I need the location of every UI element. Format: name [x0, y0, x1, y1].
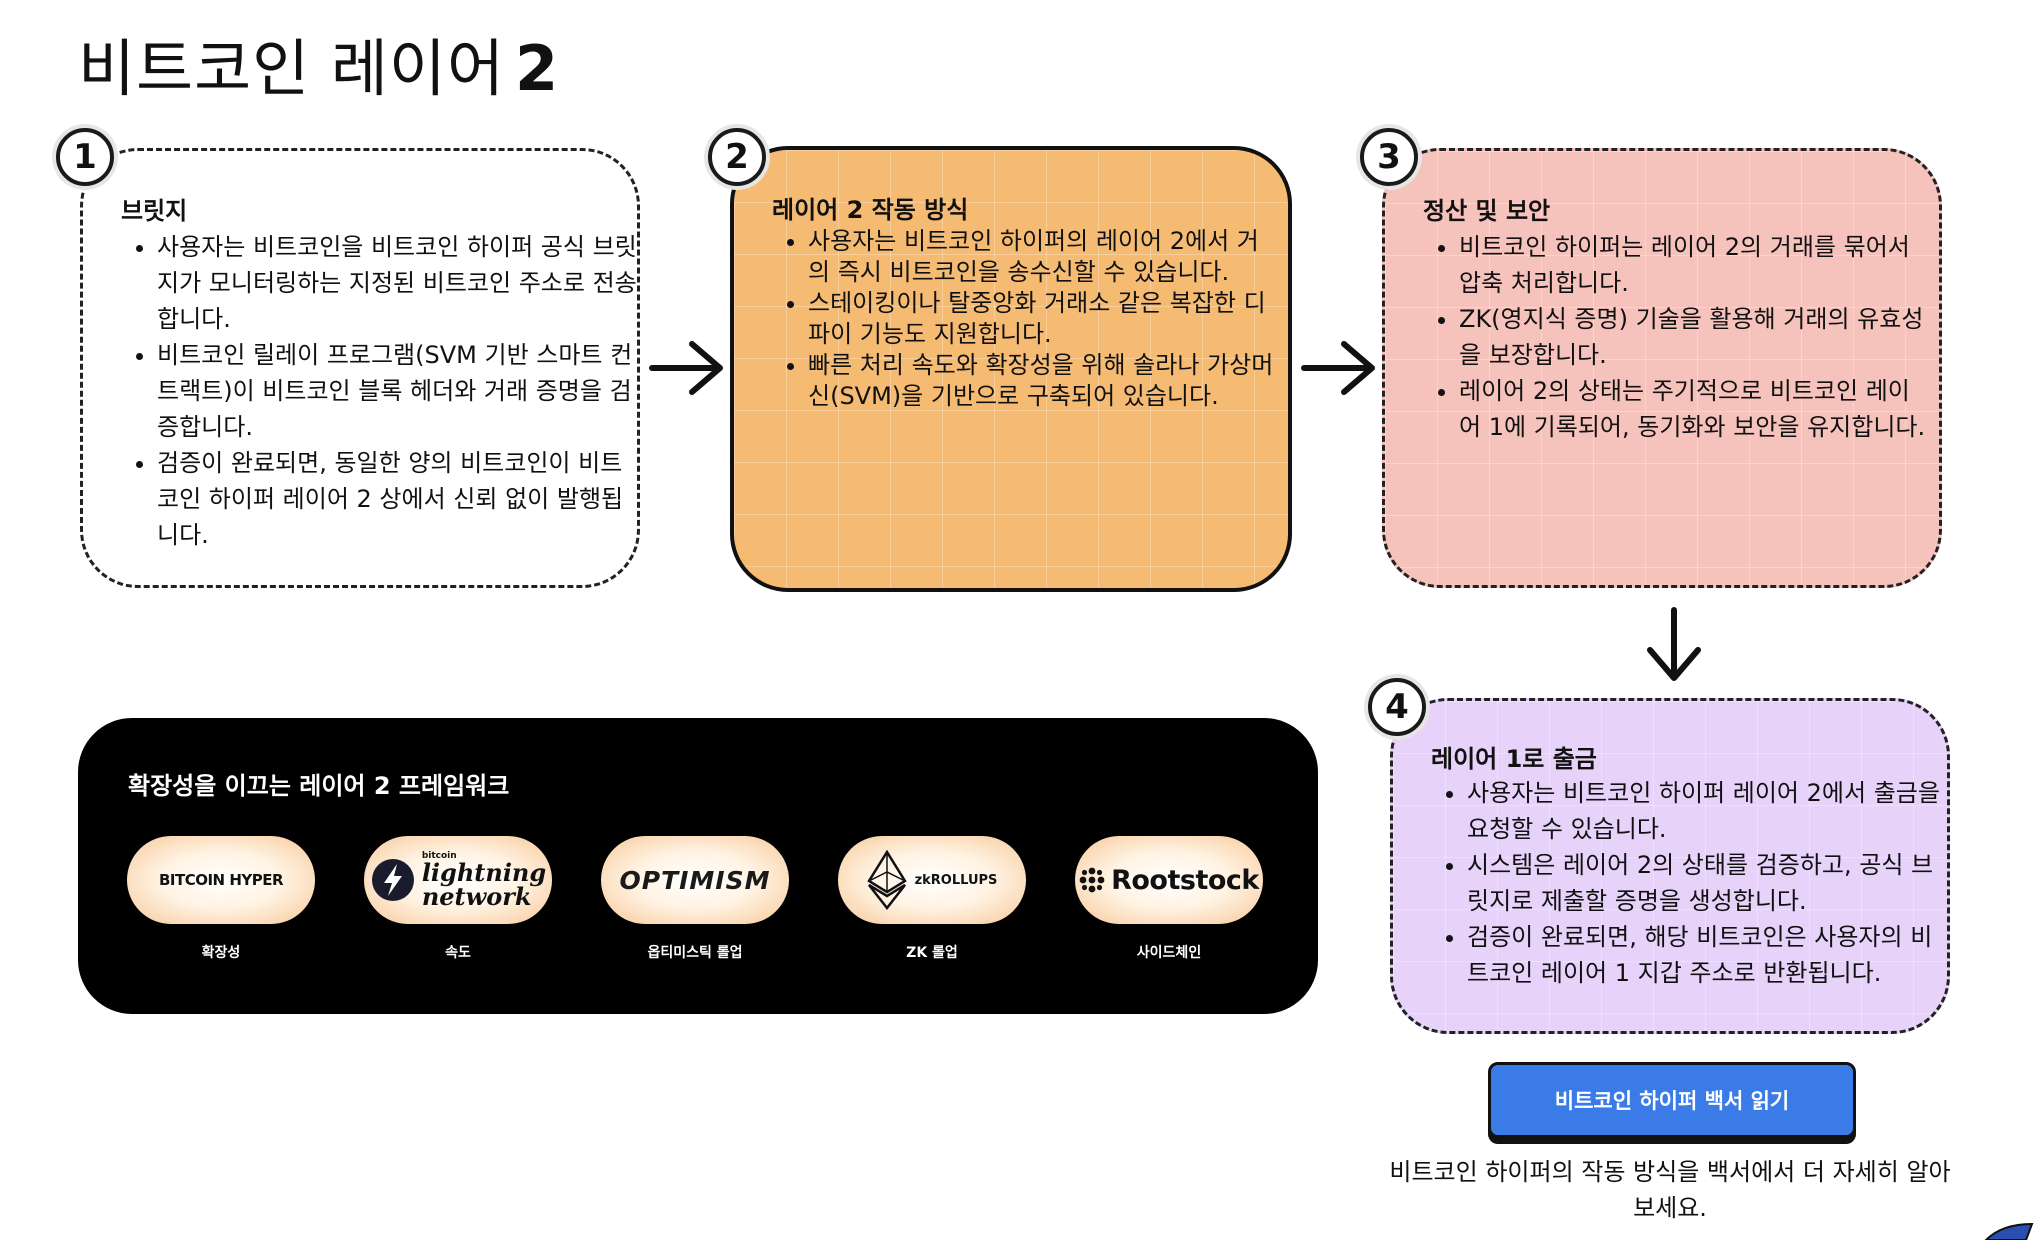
list-item: 검증이 완료되면, 해당 비트코인은 사용자의 비트코인 레이어 1 지갑 주소…	[1467, 919, 1947, 991]
step-card-withdraw-layer1: 레이어 1로 출금 사용자는 비트코인 하이퍼 레이어 2에서 출금을 요청할 …	[1390, 698, 1950, 1034]
arrow-right-icon	[649, 341, 723, 395]
list-item: 검증이 완료되면, 동일한 양의 비트코인이 비트코인 하이퍼 레이어 2 상에…	[157, 445, 637, 553]
list-item: 시스템은 레이어 2의 상태를 검증하고, 공식 브릿지로 제출할 증명을 생성…	[1467, 847, 1947, 919]
framework-item-bitcoin-hyper: BITCOIN HYPER 확장성	[126, 836, 316, 962]
step-list: 비트코인 하이퍼는 레이어 2의 거래를 묶어서 압축 처리합니다. ZK(영지…	[1421, 229, 1929, 445]
framework-item-label: 옵티미스틱 롤업	[647, 945, 743, 961]
step-list: 사용자는 비트코인 하이퍼의 레이어 2에서 거의 즉시 비트코인을 송수신할 …	[770, 226, 1278, 412]
lightning-logo-small: bitcoin	[421, 851, 457, 861]
lightning-network-logo: bitcoin lightning network	[364, 836, 552, 924]
step-title: 레이어 2 작동 방식	[772, 196, 969, 224]
framework-item-zkrollups: zkROLLUPS ZK 롤업	[837, 836, 1027, 962]
framework-panel: 확장성을 이끄는 레이어 2 프레임워크 BITCOIN HYPER 확장성 b…	[78, 718, 1318, 1014]
step-card-layer2-operation: 레이어 2 작동 방식 사용자는 비트코인 하이퍼의 레이어 2에서 거의 즉시…	[730, 146, 1292, 592]
bitcoin-hyper-logo: BITCOIN HYPER	[127, 836, 315, 924]
list-item: ZK(영지식 증명) 기술을 활용해 거래의 유효성을 보장합니다.	[1459, 301, 1929, 373]
step-number-badge: 3	[1360, 128, 1418, 186]
list-item: 스테이킹이나 탈중앙화 거래소 같은 복잡한 디파이 기능도 지원합니다.	[808, 288, 1278, 350]
step-number-badge: 4	[1368, 678, 1426, 736]
list-item: 비트코인 하이퍼는 레이어 2의 거래를 묶어서 압축 처리합니다.	[1459, 229, 1929, 301]
list-item: 비트코인 릴레이 프로그램(SVM 기반 스마트 컨트랙트)이 비트코인 블록 …	[157, 337, 637, 445]
list-item: 빠른 처리 속도와 확장성을 위해 솔라나 가상머신(SVM)을 기반으로 구축…	[808, 350, 1278, 412]
list-item: 사용자는 비트코인 하이퍼 레이어 2에서 출금을 요청할 수 있습니다.	[1467, 775, 1947, 847]
ethereum-diamond-icon	[866, 850, 907, 910]
list-item: 사용자는 비트코인 하이퍼의 레이어 2에서 거의 즉시 비트코인을 송수신할 …	[808, 226, 1278, 288]
framework-item-label: 확장성	[201, 945, 241, 961]
list-item: 사용자는 비트코인을 비트코인 하이퍼 공식 브릿지가 모니터링하는 지정된 비…	[157, 229, 637, 337]
framework-item-rootstock: Rootstock 사이드체인	[1074, 836, 1264, 962]
whitepaper-note: 비트코인 하이퍼의 작동 방식을 백서에서 더 자세히 알아보세요.	[1389, 1158, 1951, 1222]
step-card-settlement-security: 정산 및 보안 비트코인 하이퍼는 레이어 2의 거래를 묶어서 압축 처리합니…	[1382, 148, 1942, 588]
rootstock-logo: Rootstock	[1075, 836, 1263, 924]
arrow-down-icon	[1647, 607, 1701, 681]
step-title: 레이어 1로 출금	[1431, 745, 1597, 773]
step-list: 사용자는 비트코인 하이퍼 레이어 2에서 출금을 요청할 수 있습니다. 시스…	[1429, 775, 1947, 991]
optimism-logo: OPTIMISM	[601, 836, 789, 924]
read-whitepaper-button[interactable]: 비트코인 하이퍼 백서 읽기	[1488, 1062, 1856, 1138]
partial-corner-icon	[1984, 1222, 2034, 1240]
framework-item-label: ZK 롤업	[906, 945, 958, 961]
step-title: 정산 및 보안	[1423, 197, 1551, 225]
step-number-badge: 2	[708, 128, 766, 186]
rootstock-dots-icon	[1079, 867, 1105, 893]
step-card-bridge: 브릿지 사용자는 비트코인을 비트코인 하이퍼 공식 브릿지가 모니터링하는 지…	[80, 148, 640, 588]
lightning-bolt-icon	[371, 859, 414, 901]
step-number-badge: 1	[56, 128, 114, 186]
framework-item-optimism: OPTIMISM 옵티미스틱 롤업	[600, 836, 790, 962]
step-list: 사용자는 비트코인을 비트코인 하이퍼 공식 브릿지가 모니터링하는 지정된 비…	[119, 229, 637, 553]
step-title: 브릿지	[121, 197, 188, 225]
zkrollups-logo: zkROLLUPS	[838, 836, 1026, 924]
framework-item-label: 속도	[445, 945, 471, 961]
page-title-number: 2	[515, 32, 560, 105]
framework-title: 확장성을 이끄는 레이어 2 프레임워크	[128, 772, 510, 800]
framework-item-lightning: bitcoin lightning network 속도	[363, 836, 553, 962]
framework-item-label: 사이드체인	[1136, 945, 1202, 961]
list-item: 레이어 2의 상태는 주기적으로 비트코인 레이어 1에 기록되어, 동기화와 …	[1459, 373, 1929, 445]
arrow-right-icon	[1301, 341, 1375, 395]
